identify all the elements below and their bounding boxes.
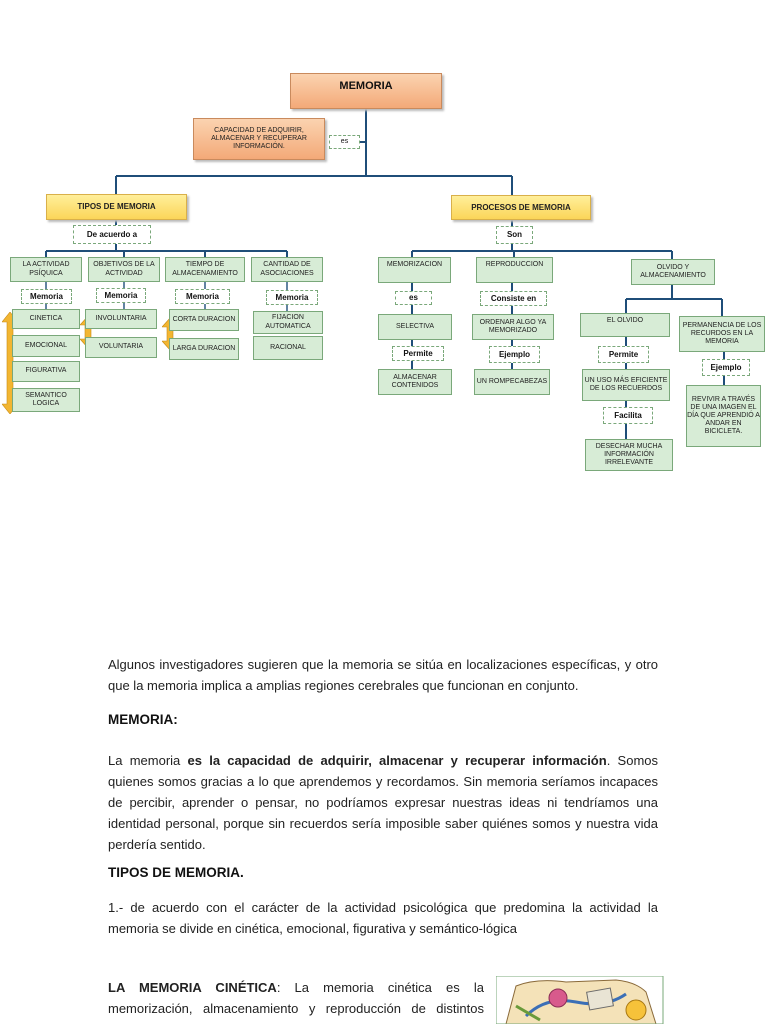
category-objetivos: OBJETIVOS DE LA ACTIVIDAD — [88, 257, 160, 282]
link-ejemplo-2: Ejemplo — [702, 359, 750, 376]
link-ejemplo-1: Ejemplo — [489, 346, 540, 363]
link-memoria-3: Memoria — [175, 289, 230, 304]
p4-bold: LA MEMORIA CINÉTICA — [108, 980, 277, 995]
item-involuntaria: INVOLUNTARIA — [85, 309, 157, 329]
uso-eficiente-node: UN USO MÁS EFICIENTE DE LOS RECUERDOS — [582, 369, 670, 401]
selectiva-node: SELECTIVA — [378, 314, 452, 340]
desechar-node: DESECHAR MUCHA INFORMACIÓN IRRELEVANTE — [585, 439, 673, 471]
tipos-de-memoria-node: TIPOS DE MEMORIA — [46, 194, 187, 220]
link-permite-1: Permite — [392, 346, 444, 361]
permanencia-node: PERMANENCIA DE LOS RECURDOS EN LA MEMORI… — [679, 316, 765, 352]
category-cantidad: CANTIDAD DE ASOCIACIONES — [251, 257, 323, 282]
olvido-almacenamiento-node: OLVIDO Y ALMACENAMIENTO — [631, 259, 715, 285]
ordenar-node: ORDENAR ALGO YA MEMORIZADO — [472, 314, 554, 340]
link-consiste-en: Consiste en — [480, 291, 547, 306]
category-actividad-psiquica: LA ACTIVIDAD PSÍQUICA — [10, 257, 82, 282]
item-corta-duracion: CORTA DURACION — [169, 309, 239, 331]
memoria-paragraph: La memoria es la capacidad de adquirir, … — [108, 750, 658, 855]
rompecabezas-node: UN ROMPECABEZAS — [474, 369, 550, 395]
heading-tipos: TIPOS DE MEMORIA. — [108, 865, 244, 880]
item-semantico-logica: SEMANTICO LOGICA — [12, 388, 80, 412]
heading-memoria: MEMORIA: — [108, 712, 178, 727]
item-emocional: EMOCIONAL — [12, 335, 80, 357]
link-de-acuerdo-a: De acuerdo a — [73, 225, 151, 244]
item-fijacion-automatica: FIJACION AUTOMATICA — [253, 311, 323, 334]
item-larga-duracion: LARGA DURACION — [169, 338, 239, 360]
tipos-paragraph: 1.- de acuerdo con el carácter de la act… — [108, 900, 658, 936]
category-tiempo: TIEMPO DE ALMACENAMIENTO — [165, 257, 245, 282]
almacenar-contenidos-node: ALMACENAR CONTENIDOS — [378, 369, 452, 395]
p4-post: : La memoria cinética es la memorización… — [108, 980, 484, 1024]
reproduccion-node: REPRODUCCION — [476, 257, 553, 283]
revivir-node: REVIVIR A TRAVÉS DE UNA IMAGEN EL DÍA QU… — [686, 385, 761, 447]
definition-node: CAPACIDAD DE ADQUIRIR, ALMACENAR Y RECUP… — [193, 118, 325, 160]
link-es-2: es — [395, 291, 432, 305]
item-voluntaria: VOLUNTARIA — [85, 337, 157, 358]
link-memoria-4: Memoria — [266, 290, 318, 305]
p2-bold: es la capacidad de adquirir, almacenar y… — [187, 753, 607, 768]
link-son: Son — [496, 226, 533, 244]
link-memoria-1: Memoria — [21, 289, 72, 304]
item-racional: RACIONAL — [253, 336, 323, 360]
link-es: es — [329, 135, 360, 149]
memorizacion-node: MEMORIZACION — [378, 257, 451, 283]
procesos-de-memoria-node: PROCESOS DE MEMORIA — [451, 195, 591, 220]
clipart-illustration — [496, 976, 664, 1024]
item-figurativa: FIGURATIVA — [12, 361, 80, 382]
link-permite-2: Permite — [598, 346, 649, 363]
p2-post: . Somos quienes somos gracias a lo que a… — [108, 753, 659, 852]
link-memoria-2: Memoria — [96, 288, 146, 303]
p2-pre: La memoria — [108, 753, 188, 768]
cinetica-paragraph: LA MEMORIA CINÉTICA: La memoria cinética… — [108, 977, 484, 1024]
link-facilita: Facilita — [603, 407, 653, 424]
item-cinetica: CINETICA — [12, 309, 80, 329]
root-node-memoria: MEMORIA — [290, 73, 442, 109]
intro-paragraph: Algunos investigadores sugieren que la m… — [108, 657, 658, 693]
el-olvido-node: EL OLVIDO — [580, 313, 670, 337]
